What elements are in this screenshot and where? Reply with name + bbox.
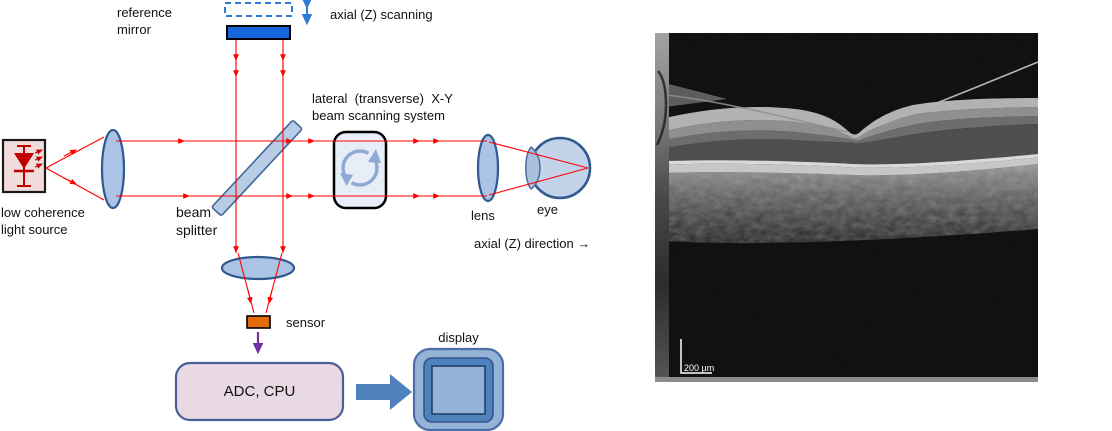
axial-direction-label: axial (Z) direction → xyxy=(474,236,591,251)
eye-label: eye xyxy=(537,202,558,217)
hyaloid-membrane-right xyxy=(860,61,1039,133)
scale-bar-label: 200 µm xyxy=(684,363,714,373)
hyaloid-membrane-left xyxy=(664,94,849,133)
reference-mirror-scan-position xyxy=(224,2,293,17)
oct-schematic-diagram xyxy=(1,0,592,431)
objective-lens xyxy=(476,133,500,203)
display-label: display xyxy=(438,330,479,345)
led-diode-icon xyxy=(14,145,43,187)
lateral-scanning-label: lateral (transverse) X-Y beam scanning s… xyxy=(312,91,453,123)
rotation-arrows-icon xyxy=(340,149,381,187)
choroid-speckle xyxy=(665,164,1038,244)
fundus-vessel xyxy=(655,70,668,146)
sensor-rect xyxy=(246,315,271,329)
adc-cpu-box xyxy=(174,361,345,422)
light-source-label: low coherence light source xyxy=(1,205,85,237)
reference-mirror-rect xyxy=(226,25,291,40)
beam-splitter-rect xyxy=(211,120,303,216)
lens-label: lens xyxy=(471,208,495,223)
scale-bar xyxy=(680,339,712,374)
beam-splitter-label: beam splitter xyxy=(176,204,218,238)
sensor-label: sensor xyxy=(286,315,326,330)
adc-to-display-arrow xyxy=(356,374,412,410)
reference-mirror-label: reference mirror xyxy=(117,5,172,37)
eye-lens-crescent xyxy=(525,145,541,191)
fundus-strip xyxy=(655,33,669,382)
xy-scanner-box xyxy=(332,130,388,210)
light-beams xyxy=(45,40,589,314)
image-bottom-edge xyxy=(655,377,1038,382)
oct-bscan-image: 200 µm xyxy=(655,33,1039,382)
adc-cpu-label: ADC, CPU xyxy=(223,383,296,400)
display-monitor xyxy=(412,347,505,431)
hyaloid-wedge xyxy=(665,83,727,107)
oct-bscan-svg: 200 µm xyxy=(655,33,1039,382)
axial-scanning-label: axial (Z) scanning xyxy=(330,7,433,22)
collimating-lens xyxy=(100,128,126,210)
focusing-lens xyxy=(220,255,296,281)
